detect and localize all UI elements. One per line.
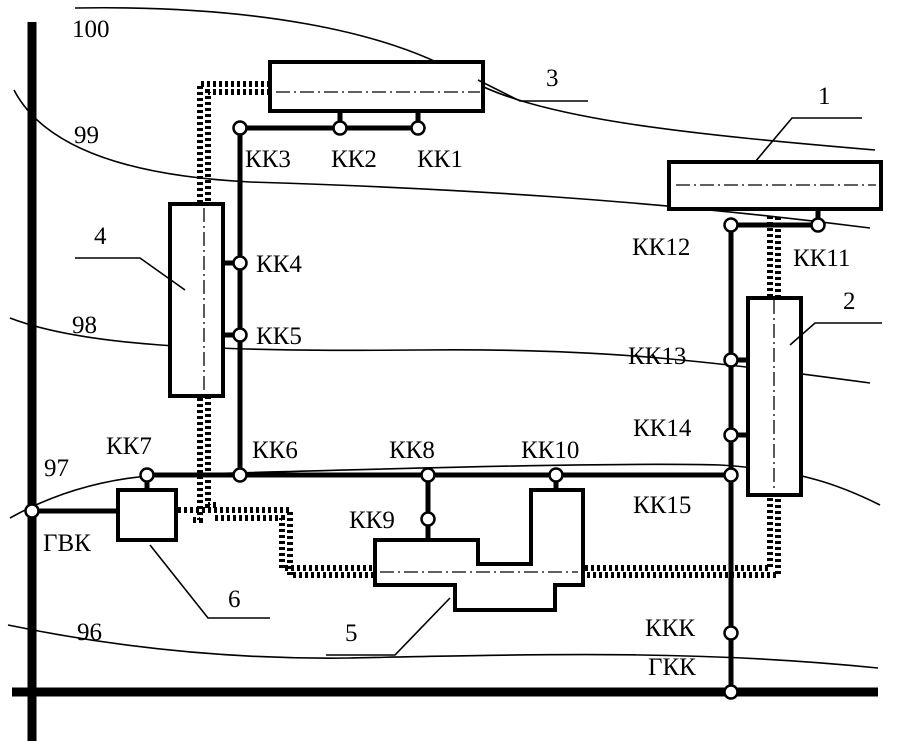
leader-1 [754, 117, 862, 163]
well-label-kk4: КК4 [256, 251, 302, 278]
building-3 [268, 60, 485, 113]
well-label-kk13: КК13 [628, 343, 686, 370]
well-label-kk7: КК7 [106, 433, 152, 460]
leader-2 [789, 322, 882, 346]
well-label-kk1: КК1 [417, 146, 463, 173]
leader-lines [75, 79, 882, 656]
well-label-kk14: КК14 [633, 415, 692, 442]
building-labels: 1 2 3 4 5 6 [94, 65, 856, 647]
well-kk13 [723, 352, 739, 368]
leader-4 [75, 257, 186, 291]
building-label-3: 3 [546, 65, 559, 92]
wells [24, 120, 826, 700]
well-kk4 [232, 255, 248, 271]
leader-3 [477, 79, 588, 102]
well-label-gvk: ГВК [43, 530, 91, 557]
well-kk3 [232, 120, 248, 136]
well-kk9 [420, 511, 436, 527]
well-kk6 [232, 467, 248, 483]
contour-98 [9, 317, 871, 384]
well-kkk [723, 625, 739, 641]
well-label-kk3: КК3 [245, 146, 291, 173]
building-label-5: 5 [345, 620, 358, 647]
well-kk7 [139, 467, 155, 483]
water-line-west-inner [205, 89, 270, 508]
well-gvk [24, 503, 40, 519]
contour-96 [7, 624, 879, 669]
well-label-kk8: КК8 [389, 437, 435, 464]
well-label-kk10: КК10 [521, 437, 579, 464]
contour-label-97: 97 [44, 455, 69, 482]
well-label-kk6: КК6 [252, 437, 298, 464]
contour-label-100: 100 [72, 16, 110, 43]
well-label-kk11: КК11 [793, 245, 850, 272]
well-label-kkk: ККК [645, 615, 695, 642]
contour-label-99: 99 [74, 122, 99, 149]
well-kk2 [332, 120, 348, 136]
well-gkk [723, 684, 739, 700]
building-label-2: 2 [843, 288, 856, 315]
well-kk15 [723, 467, 739, 483]
well-label-kk15: КК15 [633, 492, 691, 519]
well-label-gkk: ГКК [648, 654, 696, 681]
well-label-kk12: КК12 [632, 234, 690, 261]
leader-6 [149, 544, 270, 619]
well-kk14 [723, 427, 739, 443]
building-label-4: 4 [94, 223, 107, 250]
well-kk1 [410, 120, 426, 136]
well-kk12 [723, 217, 739, 233]
building-6 [116, 488, 178, 542]
building-5 [373, 488, 585, 612]
water-line-south [178, 214, 781, 578]
contour-label-96: 96 [77, 619, 102, 646]
building-label-1: 1 [818, 83, 831, 110]
well-label-kk5: КК5 [256, 323, 302, 350]
well-kk11 [810, 217, 826, 233]
well-kk10 [548, 467, 564, 483]
well-label-kk9: КК9 [349, 507, 395, 534]
building-4 [168, 202, 225, 398]
well-kk8 [420, 467, 436, 483]
well-labels: КК1 КК2 КК3 КК4 КК5 КК6 КК7 КК8 КК9 КК10… [43, 146, 850, 681]
contour-labels: 100 99 98 97 96 [44, 16, 110, 646]
building-label-6: 6 [228, 586, 241, 613]
well-kk5 [232, 327, 248, 343]
well-label-kk2: КК2 [331, 146, 377, 173]
buildings [116, 60, 883, 612]
leader-5 [326, 597, 451, 656]
contour-label-98: 98 [72, 312, 97, 339]
